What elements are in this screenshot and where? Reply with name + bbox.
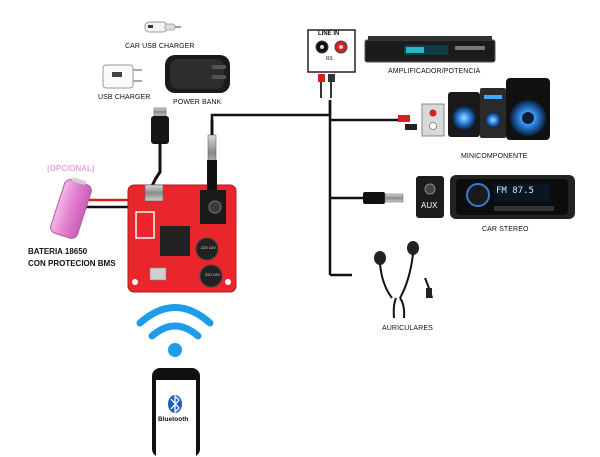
aux-plug-icon: [363, 192, 404, 204]
earphones-label: AURICULARES: [382, 325, 433, 332]
earphones-icon: [374, 241, 433, 319]
audio-cable-main: [207, 100, 332, 190]
wireless-signal-icon: [136, 304, 214, 357]
rca-panel-mini: [421, 103, 445, 137]
car-stereo-label: CAR STEREO: [482, 226, 529, 233]
line-in-panel: [307, 29, 356, 98]
aux-label: AUX: [421, 201, 438, 210]
power-bank-icon: [165, 55, 230, 93]
capacitor-2-label: 220 10V: [205, 272, 220, 277]
aux-panel: [416, 176, 444, 218]
car-stereo-display: FM 87.5: [496, 186, 534, 196]
cable-bus: [328, 100, 405, 277]
line-in-label: LINE IN: [318, 31, 340, 37]
bluetooth-icon: [168, 394, 182, 414]
usb-charger-label: USB CHARGER: [98, 94, 151, 101]
bluetooth-module-board: [127, 184, 237, 293]
line-in-rl-label: R/L: [326, 56, 334, 62]
amplifier-icon: [364, 36, 496, 63]
power-bank-label: POWER BANK: [173, 99, 222, 106]
battery-label-line1: BATERIA 18650: [28, 247, 88, 256]
car-stereo-icon: [450, 175, 575, 219]
bluetooth-label: Bluetooth: [158, 416, 189, 423]
optional-label: (OPCIONAL): [47, 164, 95, 173]
car-usb-charger-icon: [144, 21, 181, 33]
battery-18650-icon: [50, 177, 92, 239]
rca-plug-mini: [398, 115, 417, 130]
minicomponente-icon: [448, 78, 550, 140]
amplifier-label: AMPLIFICADOR/POTENCIA: [388, 68, 481, 75]
capacitor-1-label: 220 10V: [201, 245, 216, 250]
usb-charger-icon: [102, 64, 142, 89]
usb-cable-icon: [150, 107, 169, 191]
car-usb-charger-label: CAR USB CHARGER: [125, 43, 195, 50]
minicomponente-label: MINICOMPONENTE: [461, 153, 528, 160]
battery-label-line2: CON PROTECION BMS: [28, 259, 116, 268]
